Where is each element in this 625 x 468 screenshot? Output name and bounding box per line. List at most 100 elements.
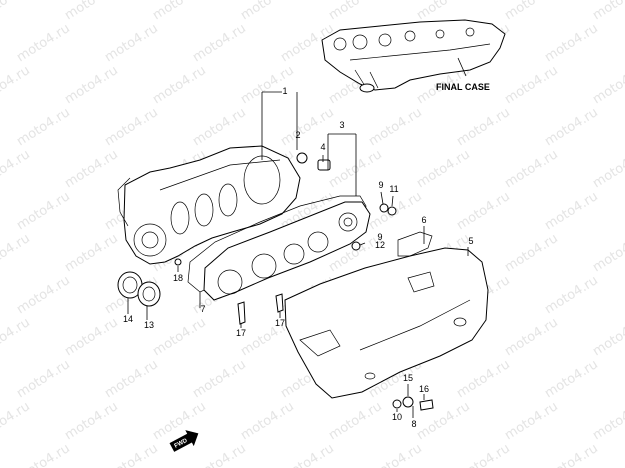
watermark-text: moto4.ru xyxy=(238,399,297,443)
watermark-text: moto4.ru xyxy=(326,399,385,443)
final-case-leader xyxy=(457,57,467,77)
watermark-text: moto4.ru xyxy=(0,63,33,107)
callout-10: 10 xyxy=(392,412,402,422)
watermark-text: moto4.ru xyxy=(542,189,601,233)
watermark-text: moto4.ru xyxy=(62,231,121,275)
watermark-text: moto4.ru xyxy=(190,357,249,401)
watermark-text: moto4.ru xyxy=(590,399,625,443)
watermark-text: moto4.ru xyxy=(590,315,625,359)
callout-7: 7 xyxy=(200,304,205,314)
watermark-text: moto4.ru xyxy=(454,189,513,233)
bolt-part-right xyxy=(275,293,284,313)
watermark-text: moto4.ru xyxy=(0,0,33,23)
watermark-text: moto4.ru xyxy=(190,441,249,468)
seal-part xyxy=(137,281,161,307)
watermark-text: moto4.ru xyxy=(62,63,121,107)
callout-1: 1 xyxy=(282,86,287,96)
cap-part xyxy=(174,258,182,266)
watermark-text: moto4.ru xyxy=(414,147,473,191)
final-case-label: FINAL CASE xyxy=(436,82,490,92)
watermark-text: moto4.ru xyxy=(0,399,33,443)
callout-6: 6 xyxy=(421,215,426,225)
watermark-text: moto4.ru xyxy=(454,105,513,149)
callout-5: 5 xyxy=(468,236,473,246)
watermark-text: moto4.ru xyxy=(102,21,161,65)
callout-17-right: 17 xyxy=(275,318,285,328)
watermark-text: moto4.ru xyxy=(14,357,73,401)
callout-9-lower: 9 xyxy=(377,232,382,242)
watermark-text: moto4.ru xyxy=(62,0,121,23)
watermark-text: moto4.ru xyxy=(190,21,249,65)
outer-cover-part xyxy=(284,247,489,399)
watermark-text: moto4.ru xyxy=(502,399,561,443)
watermark-text: moto4.ru xyxy=(278,441,337,468)
watermark-text: moto4.ru xyxy=(14,189,73,233)
watermark-text: moto4.ru xyxy=(150,399,209,443)
callout-14: 14 xyxy=(123,314,133,324)
watermark-text: moto4.ru xyxy=(238,0,297,23)
watermark-text: moto4.ru xyxy=(326,0,385,23)
dowel-part xyxy=(296,152,308,164)
callout-4: 4 xyxy=(320,142,325,152)
watermark-text: moto4.ru xyxy=(326,147,385,191)
callout-11: 11 xyxy=(389,184,398,194)
watermark-text: moto4.ru xyxy=(454,441,513,468)
oil-seal-part xyxy=(117,271,143,299)
cover-part xyxy=(397,231,433,257)
watermark-text: moto4.ru xyxy=(62,315,121,359)
watermark-text: moto4.ru xyxy=(590,63,625,107)
watermark-text: moto4.ru xyxy=(454,357,513,401)
washer-15-part xyxy=(402,396,414,408)
callout-15: 15 xyxy=(403,373,413,383)
watermark-text: moto4.ru xyxy=(542,105,601,149)
callout-2: 2 xyxy=(295,130,300,140)
callout-13: 13 xyxy=(144,320,154,330)
watermark-text: moto4.ru xyxy=(366,105,425,149)
watermark-text: moto4.ru xyxy=(502,63,561,107)
callout-18: 18 xyxy=(173,273,183,283)
watermark-text: moto4.ru xyxy=(62,399,121,443)
watermark-text: moto4.ru xyxy=(542,441,601,468)
callout-8: 8 xyxy=(411,419,416,429)
watermark-text: moto4.ru xyxy=(502,231,561,275)
watermark-text: moto4.ru xyxy=(0,231,33,275)
watermark-text: moto4.ru xyxy=(14,21,73,65)
watermark-text: moto4.ru xyxy=(502,315,561,359)
nut-part xyxy=(387,206,397,216)
transmission-cover-part xyxy=(203,201,371,301)
watermark-text: moto4.ru xyxy=(14,441,73,468)
callout-16: 16 xyxy=(419,384,429,394)
watermark-text: moto4.ru xyxy=(542,21,601,65)
callout-9-upper: 9 xyxy=(378,180,383,190)
watermark-text: moto4.ru xyxy=(150,0,209,23)
watermark-text: moto4.ru xyxy=(190,105,249,149)
watermark-text: moto4.ru xyxy=(102,105,161,149)
bolt-16-part xyxy=(419,399,434,411)
watermark-text: moto4.ru xyxy=(0,315,33,359)
watermark-text: moto4.ru xyxy=(150,63,209,107)
bolt-part-left xyxy=(237,301,246,325)
watermark-text: moto4.ru xyxy=(502,147,561,191)
watermark-text: moto4.ru xyxy=(590,0,625,23)
watermark-text: moto4.ru xyxy=(502,0,561,23)
callout-3: 3 xyxy=(339,120,344,130)
oring-part xyxy=(379,203,389,213)
callout-17-left: 17 xyxy=(236,328,246,338)
watermark-text: moto4.ru xyxy=(14,273,73,317)
watermark-text: moto4.ru xyxy=(366,441,425,468)
watermark-text: moto4.ru xyxy=(238,63,297,107)
washer-part xyxy=(351,241,361,251)
watermark-text: moto4.ru xyxy=(102,357,161,401)
watermark-text: moto4.ru xyxy=(0,147,33,191)
watermark-text: moto4.ru xyxy=(542,273,601,317)
watermark-text: moto4.ru xyxy=(150,315,209,359)
watermark-text: moto4.ru xyxy=(590,231,625,275)
dowel-pin-part xyxy=(317,159,331,171)
watermark-text: moto4.ru xyxy=(102,441,161,468)
watermark-text: moto4.ru xyxy=(590,147,625,191)
watermark-text: moto4.ru xyxy=(62,147,121,191)
callout-12: 12 xyxy=(375,240,385,250)
leader-lines xyxy=(127,91,469,418)
watermark-text: moto4.ru xyxy=(14,105,73,149)
